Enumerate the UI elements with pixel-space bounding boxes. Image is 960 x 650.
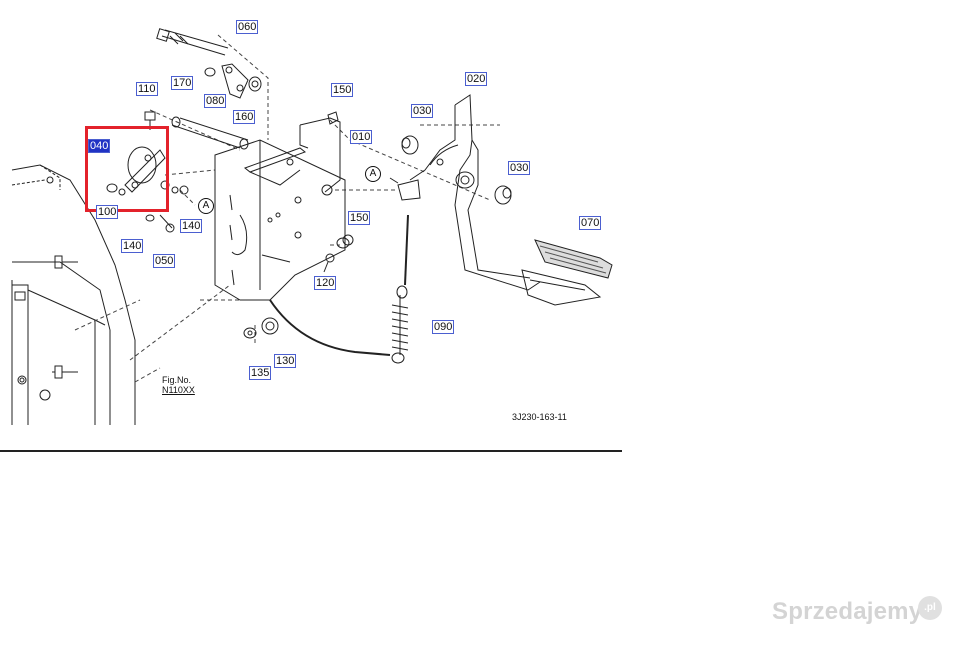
callout-110[interactable]: 110 bbox=[136, 82, 158, 96]
callout-030-upper[interactable]: 030 bbox=[411, 104, 434, 118]
callout-030-lower[interactable]: 030 bbox=[508, 161, 531, 175]
callout-120[interactable]: 120 bbox=[314, 276, 337, 290]
upper-bracket bbox=[243, 117, 341, 193]
spring-090 bbox=[269, 214, 409, 364]
callout-020[interactable]: 020 bbox=[465, 72, 488, 86]
callout-010[interactable]: 010 bbox=[350, 130, 373, 144]
bushing-150-lower bbox=[336, 234, 354, 249]
callout-150-lower[interactable]: 150 bbox=[348, 211, 371, 225]
callout-080[interactable]: 080 bbox=[204, 94, 227, 108]
callout-135[interactable]: 135 bbox=[249, 366, 272, 380]
linkage-040 bbox=[106, 146, 179, 196]
arrow-to-a bbox=[389, 177, 399, 184]
bushing-030-lower bbox=[494, 185, 512, 205]
bushing-150-upper bbox=[327, 111, 339, 125]
reference-letter-a-right: A bbox=[365, 166, 381, 182]
callout-090[interactable]: 090 bbox=[432, 320, 455, 334]
callout-150-upper[interactable]: 150 bbox=[331, 83, 354, 97]
pedal-pad-070 bbox=[521, 239, 613, 306]
bushing-030-upper bbox=[401, 135, 419, 155]
washer-135 bbox=[243, 327, 257, 339]
callout-060[interactable]: 060 bbox=[236, 20, 259, 34]
reference-letter-a-left: A bbox=[198, 198, 214, 214]
highlight-box bbox=[85, 126, 169, 212]
callout-040[interactable]: 040 bbox=[88, 139, 111, 153]
callout-070[interactable]: 070 bbox=[579, 216, 602, 230]
callout-160[interactable]: 160 bbox=[233, 110, 256, 124]
pedal-arm-020 bbox=[397, 94, 541, 291]
callout-140-right[interactable]: 140 bbox=[180, 219, 203, 233]
watermark-badge-icon: .pl bbox=[918, 596, 942, 620]
callout-050[interactable]: 050 bbox=[153, 254, 176, 268]
alignment-lines bbox=[74, 34, 500, 383]
rod-050 bbox=[145, 185, 189, 233]
shaft-080 bbox=[171, 116, 249, 150]
figure-number: N110XX bbox=[162, 385, 195, 395]
callout-130[interactable]: 130 bbox=[274, 354, 297, 368]
callout-100[interactable]: 100 bbox=[96, 205, 119, 219]
nut-130 bbox=[261, 317, 279, 335]
watermark-logo: Sprzedajemy bbox=[772, 598, 923, 625]
lever-160 bbox=[204, 63, 262, 99]
callout-170[interactable]: 170 bbox=[171, 76, 194, 90]
machine-frame bbox=[11, 164, 136, 425]
bolt-060 bbox=[156, 28, 229, 56]
callout-140-left[interactable]: 140 bbox=[121, 239, 144, 253]
mounting-plate bbox=[214, 139, 346, 301]
nut-120 bbox=[323, 253, 335, 273]
drawing-code: 3J230-163-11 bbox=[512, 412, 567, 422]
figure-label: Fig.No. bbox=[162, 375, 192, 385]
